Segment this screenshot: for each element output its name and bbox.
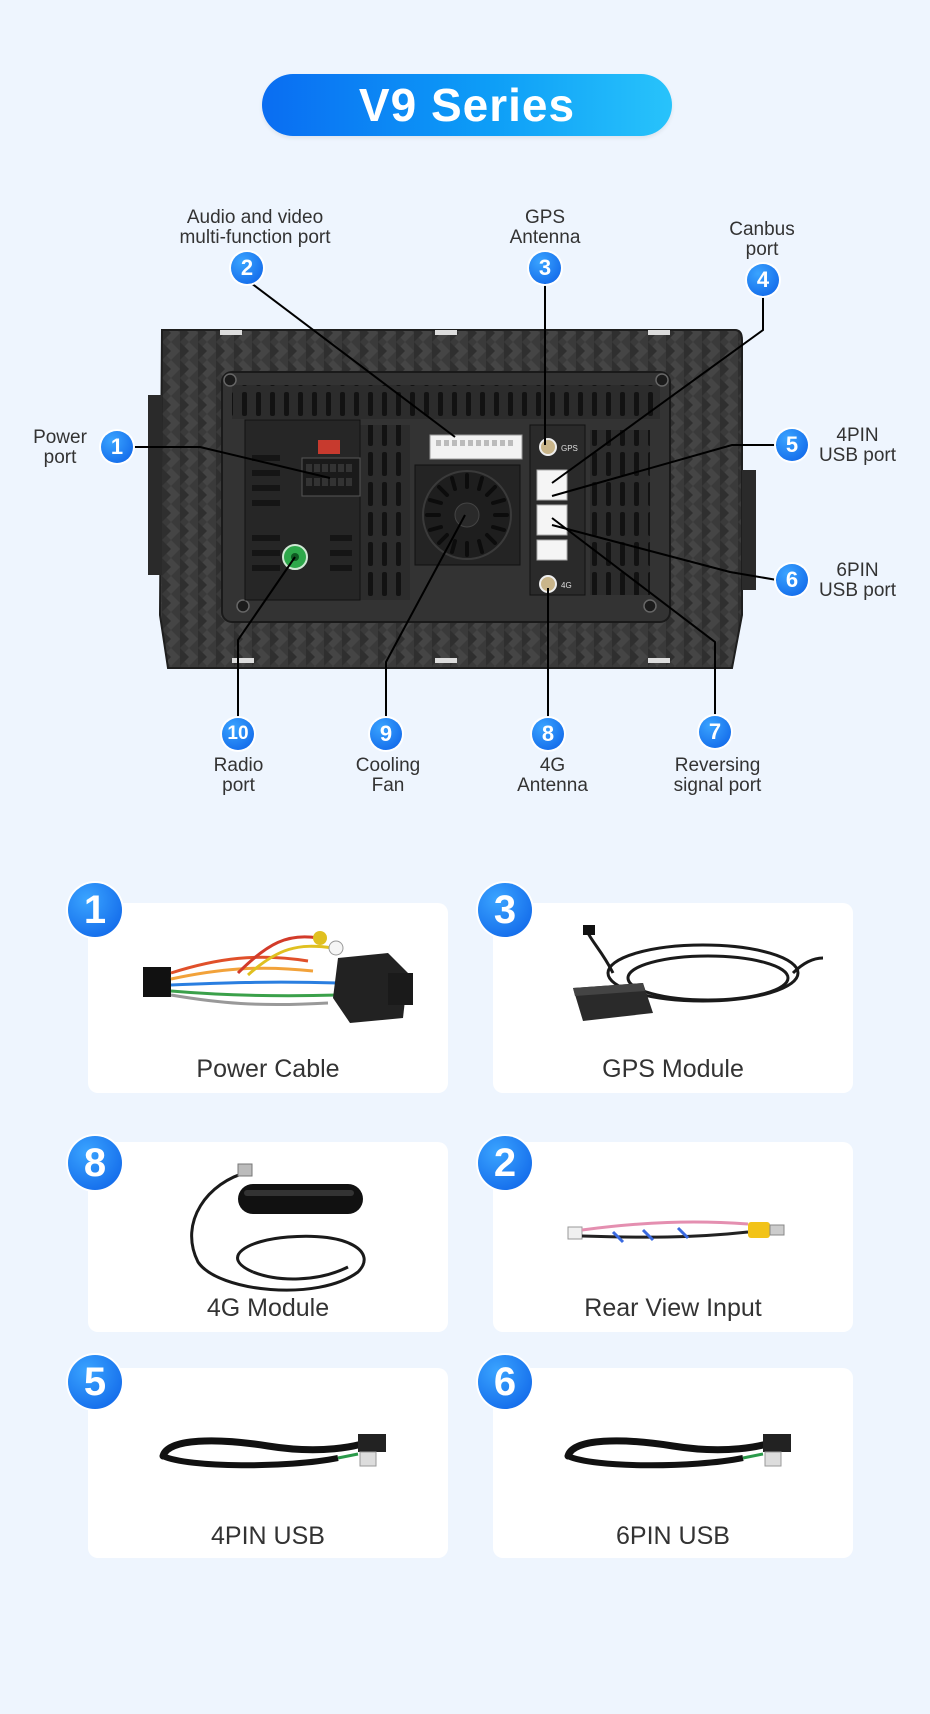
- port-badge-4: 4: [747, 264, 779, 296]
- gps-connector-label: GPS: [561, 444, 578, 453]
- power-port-connector: [301, 457, 361, 497]
- accessory-badge-2: 2: [478, 1136, 532, 1190]
- accessory-card-4pin-usb: 4PIN USB: [88, 1368, 448, 1558]
- accessory-card-rear-view-input: Rear View Input: [493, 1142, 853, 1332]
- port-badge-1: 1: [101, 431, 133, 463]
- accessory-label: Rear View Input: [584, 1294, 762, 1322]
- usb-cable-icon: [564, 1434, 791, 1469]
- device-rear-diagram: GPS 4G: [133, 279, 778, 718]
- 4g-connector-label: 4G: [561, 581, 572, 590]
- usb-6pin-connector: [536, 504, 568, 536]
- accessory-card-gps-module: GPS Module: [493, 903, 853, 1093]
- accessory-label: 4G Module: [206, 1294, 330, 1322]
- accessory-label: 4PIN USB: [211, 1522, 325, 1550]
- port-badge-5: 5: [776, 429, 808, 461]
- accessory-label: Power Cable: [196, 1055, 340, 1083]
- rear-view-cable-icon: [567, 1220, 785, 1244]
- port-badge-10: 10: [222, 718, 254, 750]
- port-badge-7: 7: [699, 716, 731, 748]
- port-badge-2: 2: [231, 252, 263, 284]
- audio-video-connector: [429, 434, 523, 460]
- accessory-card-6pin-usb: 6PIN USB: [493, 1368, 853, 1558]
- accessory-card-4g-module: 4G Module: [88, 1142, 448, 1332]
- 4g-module-icon: [190, 1163, 366, 1292]
- accessory-badge-3: 3: [478, 883, 532, 937]
- accessory-badge-6: 6: [478, 1355, 532, 1409]
- usb-cable-icon: [159, 1434, 386, 1469]
- accessory-badge-8: 8: [68, 1136, 122, 1190]
- reversing-connector: [536, 539, 568, 561]
- gps-antenna-connector: [539, 438, 557, 456]
- accessory-badge-1: 1: [68, 883, 122, 937]
- accessory-badge-5: 5: [68, 1355, 122, 1409]
- accessory-label: GPS Module: [602, 1055, 744, 1083]
- port-badge-6: 6: [776, 564, 808, 596]
- accessory-card-power-cable: Power Cable: [88, 903, 448, 1093]
- port-badge-8: 8: [532, 718, 564, 750]
- page-title: V9 Series: [262, 74, 672, 136]
- accessory-label: 6PIN USB: [616, 1522, 730, 1550]
- power-cable-icon: [143, 931, 413, 1023]
- gps-module-icon: [573, 925, 824, 1021]
- port-badge-9: 9: [370, 718, 402, 750]
- port-badge-3: 3: [529, 252, 561, 284]
- leader-lines: [133, 279, 778, 718]
